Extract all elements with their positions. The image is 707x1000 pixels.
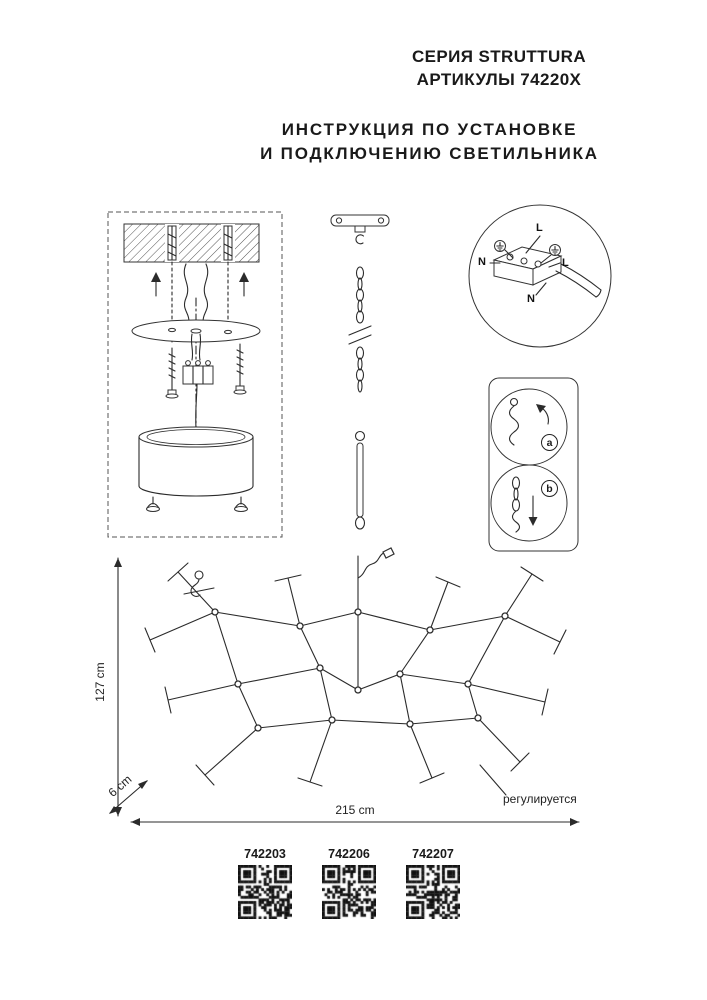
hook-adjust-icon	[508, 397, 549, 446]
cap-nut-icon	[234, 496, 248, 512]
chain-adjust-icon	[511, 476, 538, 533]
ceiling-anchor-icon	[223, 225, 233, 261]
cap-nut-icon	[146, 496, 160, 512]
terminal-block-icon	[182, 360, 214, 385]
mounting-screw-icon	[165, 347, 179, 399]
chain-icon	[348, 266, 372, 393]
ceiling-anchor-icon	[167, 225, 177, 261]
adjustable-note: регулируется	[503, 792, 577, 806]
ground-symbol-icon	[549, 244, 561, 256]
series-title: СЕРИЯ STRUTTURA	[412, 47, 586, 66]
hanging-hook-icon	[183, 570, 215, 597]
instruction-header: ИНСТРУКЦИЯ ПО УСТАНОВКЕ И ПОДКЛЮЧЕНИЮ СВ…	[247, 118, 612, 166]
suspension-parts-diagram	[330, 214, 390, 530]
canopy-installation-diagram	[107, 211, 283, 538]
qr-label-2: 742206	[328, 847, 370, 861]
wiring-detail-circle	[468, 204, 612, 348]
mounting-screw-icon	[233, 343, 247, 395]
suspension-rod-icon	[354, 430, 366, 530]
qr-label-3: 742207	[412, 847, 454, 861]
up-arrow-icon	[151, 272, 161, 297]
height-dimension-label: 127 cm	[93, 662, 107, 702]
chandelier-diagram	[144, 547, 567, 787]
wire-label-l-right: L	[562, 257, 569, 269]
wire-label-n-left: N	[478, 256, 486, 268]
step-a-badge: a	[541, 434, 558, 451]
wire-label-n-right: N	[527, 293, 535, 305]
qr-label-1: 742203	[244, 847, 286, 861]
series-header: СЕРИЯ STRUTTURA АРТИКУЛЫ 74220X	[349, 45, 649, 91]
instruction-line2: И ПОДКЛЮЧЕНИЮ СВЕТИЛЬНИКА	[260, 144, 599, 163]
qr-code	[322, 865, 376, 919]
qr-code	[406, 865, 460, 919]
wire-label-l-top: L	[536, 222, 543, 234]
qr-code	[238, 865, 292, 919]
up-arrow-icon	[239, 272, 249, 297]
width-dimension-label: 215 cm	[335, 803, 375, 817]
step-b-badge: b	[541, 480, 558, 497]
articles-title: АРТИКУЛЫ 74220X	[416, 70, 582, 89]
dimension-lines	[109, 557, 580, 826]
adjustment-panel	[488, 377, 579, 552]
ground-symbol-icon	[494, 240, 506, 252]
instruction-line1: ИНСТРУКЦИЯ ПО УСТАНОВКЕ	[281, 120, 578, 139]
ceiling-bracket-icon	[330, 214, 390, 245]
shade-cylinder	[138, 426, 254, 497]
